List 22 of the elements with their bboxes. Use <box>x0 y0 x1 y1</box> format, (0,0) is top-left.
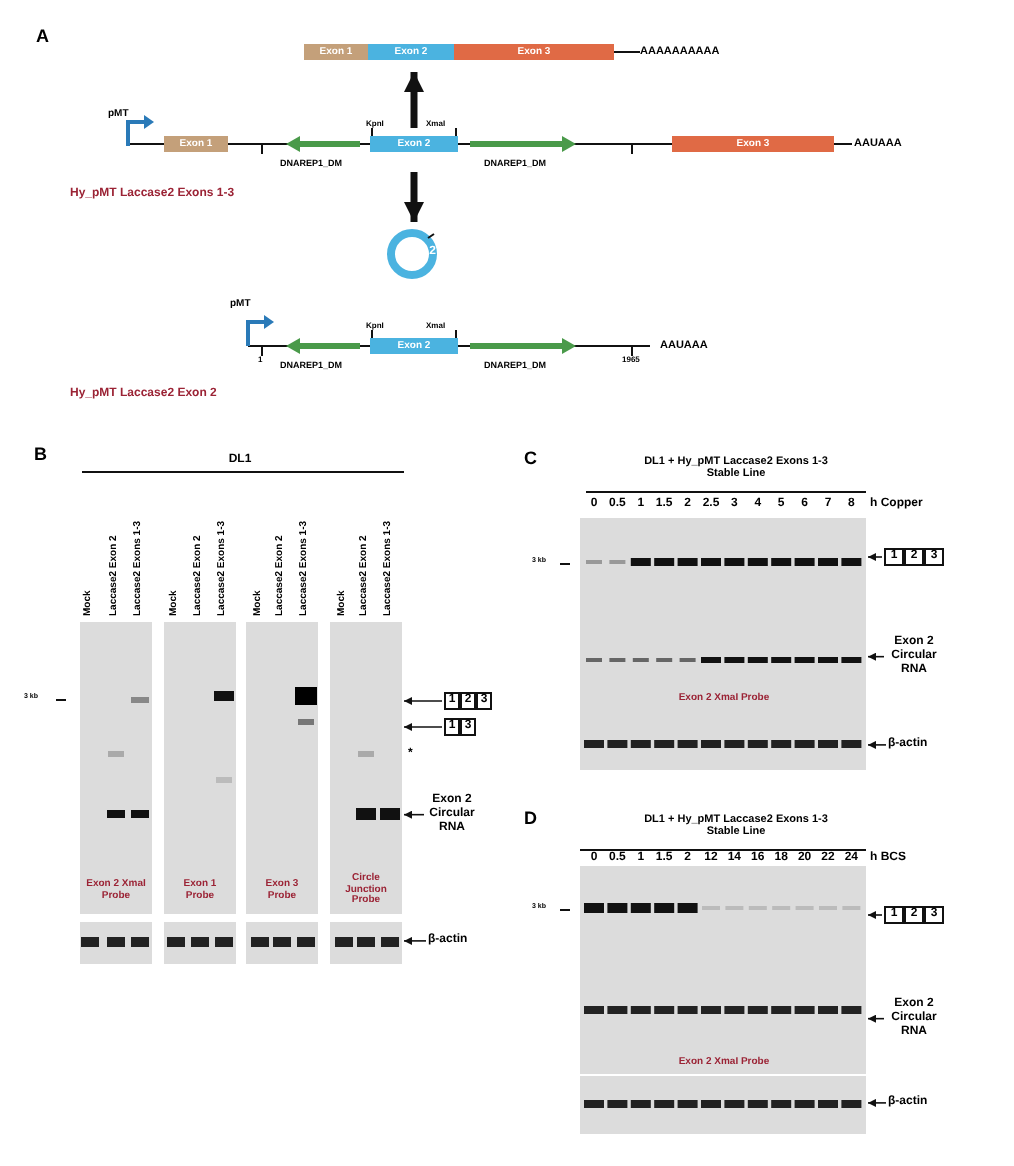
picture <box>330 922 402 964</box>
panel-letter: D <box>524 810 537 830</box>
arrow <box>403 936 427 945</box>
arrow <box>403 723 443 731</box>
arrow <box>867 553 883 561</box>
picture <box>330 622 402 914</box>
arrow <box>403 810 425 819</box>
panel-letter: A <box>36 28 49 48</box>
picture <box>580 866 866 1074</box>
arrow <box>867 1014 885 1023</box>
panel-letter: B <box>34 446 47 466</box>
arrow <box>867 911 883 919</box>
arrow <box>403 697 443 705</box>
panel-letter: C <box>524 450 537 470</box>
arrow <box>404 72 424 128</box>
arrow <box>867 1098 887 1107</box>
picture <box>580 518 866 720</box>
arrow <box>867 740 887 749</box>
arrow <box>867 652 885 661</box>
picture <box>580 720 866 770</box>
picture <box>580 1076 866 1134</box>
arrow <box>404 172 424 222</box>
